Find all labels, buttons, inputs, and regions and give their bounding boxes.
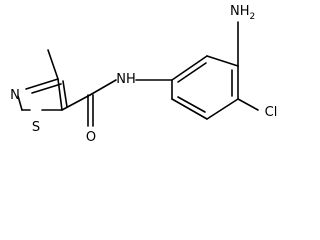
thiazole-ring: [17, 78, 68, 111]
bond-ccarbonyl-n: [89, 79, 117, 96]
amide-group: [61, 79, 173, 127]
structure-diagram: N S NH O Cl NH2: [10, 4, 278, 145]
molecule-svg: N S NH O Cl NH2: [10, 4, 278, 145]
bond-b5-b6: [171, 98, 208, 120]
atom-o-carbonyl: O: [86, 130, 96, 145]
bond-methyl: [47, 49, 59, 80]
atom-s-thiazole: S: [32, 120, 40, 135]
bond-b2-b3: [206, 55, 239, 67]
atom-n-thiazole: N: [10, 88, 20, 103]
benzene-ring: [171, 55, 239, 120]
atom-n-amide: NH: [116, 72, 136, 87]
bond-b4-b5: [206, 98, 239, 120]
bond-b1-b2: [171, 55, 208, 81]
bond-c5-c4: [57, 78, 63, 111]
bond-b5-b6-double: [177, 96, 206, 113]
bond-c4-n3: [25, 78, 59, 90]
bond-b4-cl: [237, 98, 259, 111]
atom-nh2: NH2: [230, 4, 255, 22]
atom-cl: Cl: [265, 105, 278, 120]
bond-c5-c4-double: [62, 80, 68, 108]
atom-nh2-subscript: 2: [250, 12, 256, 22]
atom-nh2-main: NH: [230, 4, 250, 19]
bond-b1-b2-double: [177, 62, 207, 83]
bond-n3-c2: [17, 95, 23, 111]
bond-c4-n3-double: [31, 83, 62, 94]
bond-c5-ccarbonyl: [61, 94, 91, 111]
